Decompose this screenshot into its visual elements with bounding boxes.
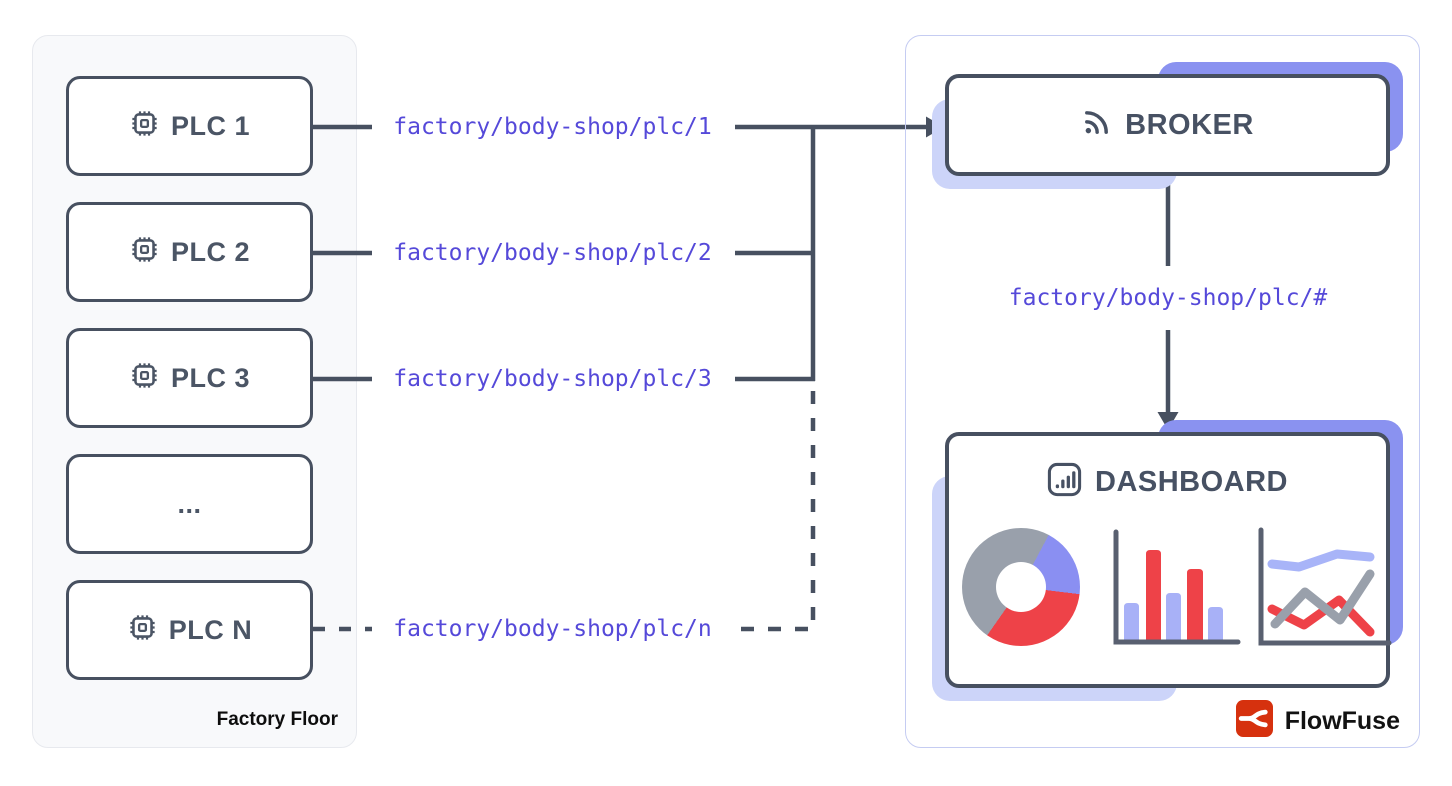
flowfuse-logo <box>1235 700 1273 742</box>
plc-3-label: PLC 3 <box>170 362 251 393</box>
plc-1-label: PLC 1 <box>170 110 251 141</box>
line-chart-graphic <box>1258 527 1392 646</box>
brand-label: FlowFuse <box>1284 706 1400 735</box>
plc-2-box: PLC 2 <box>66 202 313 302</box>
topic-plc-2: factory/body-shop/plc/2 <box>393 240 712 266</box>
bar-chart-icon <box>1047 462 1082 502</box>
broker-box: BROKER <box>945 74 1390 176</box>
topic-plc-1: factory/body-shop/plc/1 <box>393 114 712 140</box>
bar-chart-graphic <box>1113 529 1241 645</box>
dashboard-node: DASHBOARD <box>932 420 1403 701</box>
plc-ellipsis-label: ... <box>177 488 202 519</box>
topic-plc-3: factory/body-shop/plc/3 <box>393 366 712 392</box>
factory-floor-caption: Factory Floor <box>216 709 338 730</box>
chip-icon <box>127 612 158 648</box>
branding: FlowFuse <box>1235 700 1400 742</box>
topic-wildcard: factory/body-shop/plc/# <box>1008 285 1328 311</box>
plc-2-label: PLC 2 <box>170 236 251 267</box>
plc-ellipsis-box: ... <box>66 454 313 554</box>
plc-n-box: PLC N <box>66 580 313 680</box>
broker-node: BROKER <box>932 62 1403 189</box>
topic-plc-n: factory/body-shop/plc/n <box>393 616 712 642</box>
chip-icon <box>129 360 160 396</box>
chip-icon <box>129 108 160 144</box>
dashboard-box: DASHBOARD <box>945 432 1392 688</box>
broker-label: BROKER <box>1125 108 1254 141</box>
plc-3-box: PLC 3 <box>66 328 313 428</box>
plc-1-box: PLC 1 <box>66 76 313 176</box>
chip-icon <box>129 234 160 270</box>
donut-chart-graphic <box>962 528 1080 646</box>
plc-n-label: PLC N <box>168 614 253 645</box>
rss-broadcast-icon <box>1081 107 1112 143</box>
dashboard-label: DASHBOARD <box>1095 465 1288 498</box>
